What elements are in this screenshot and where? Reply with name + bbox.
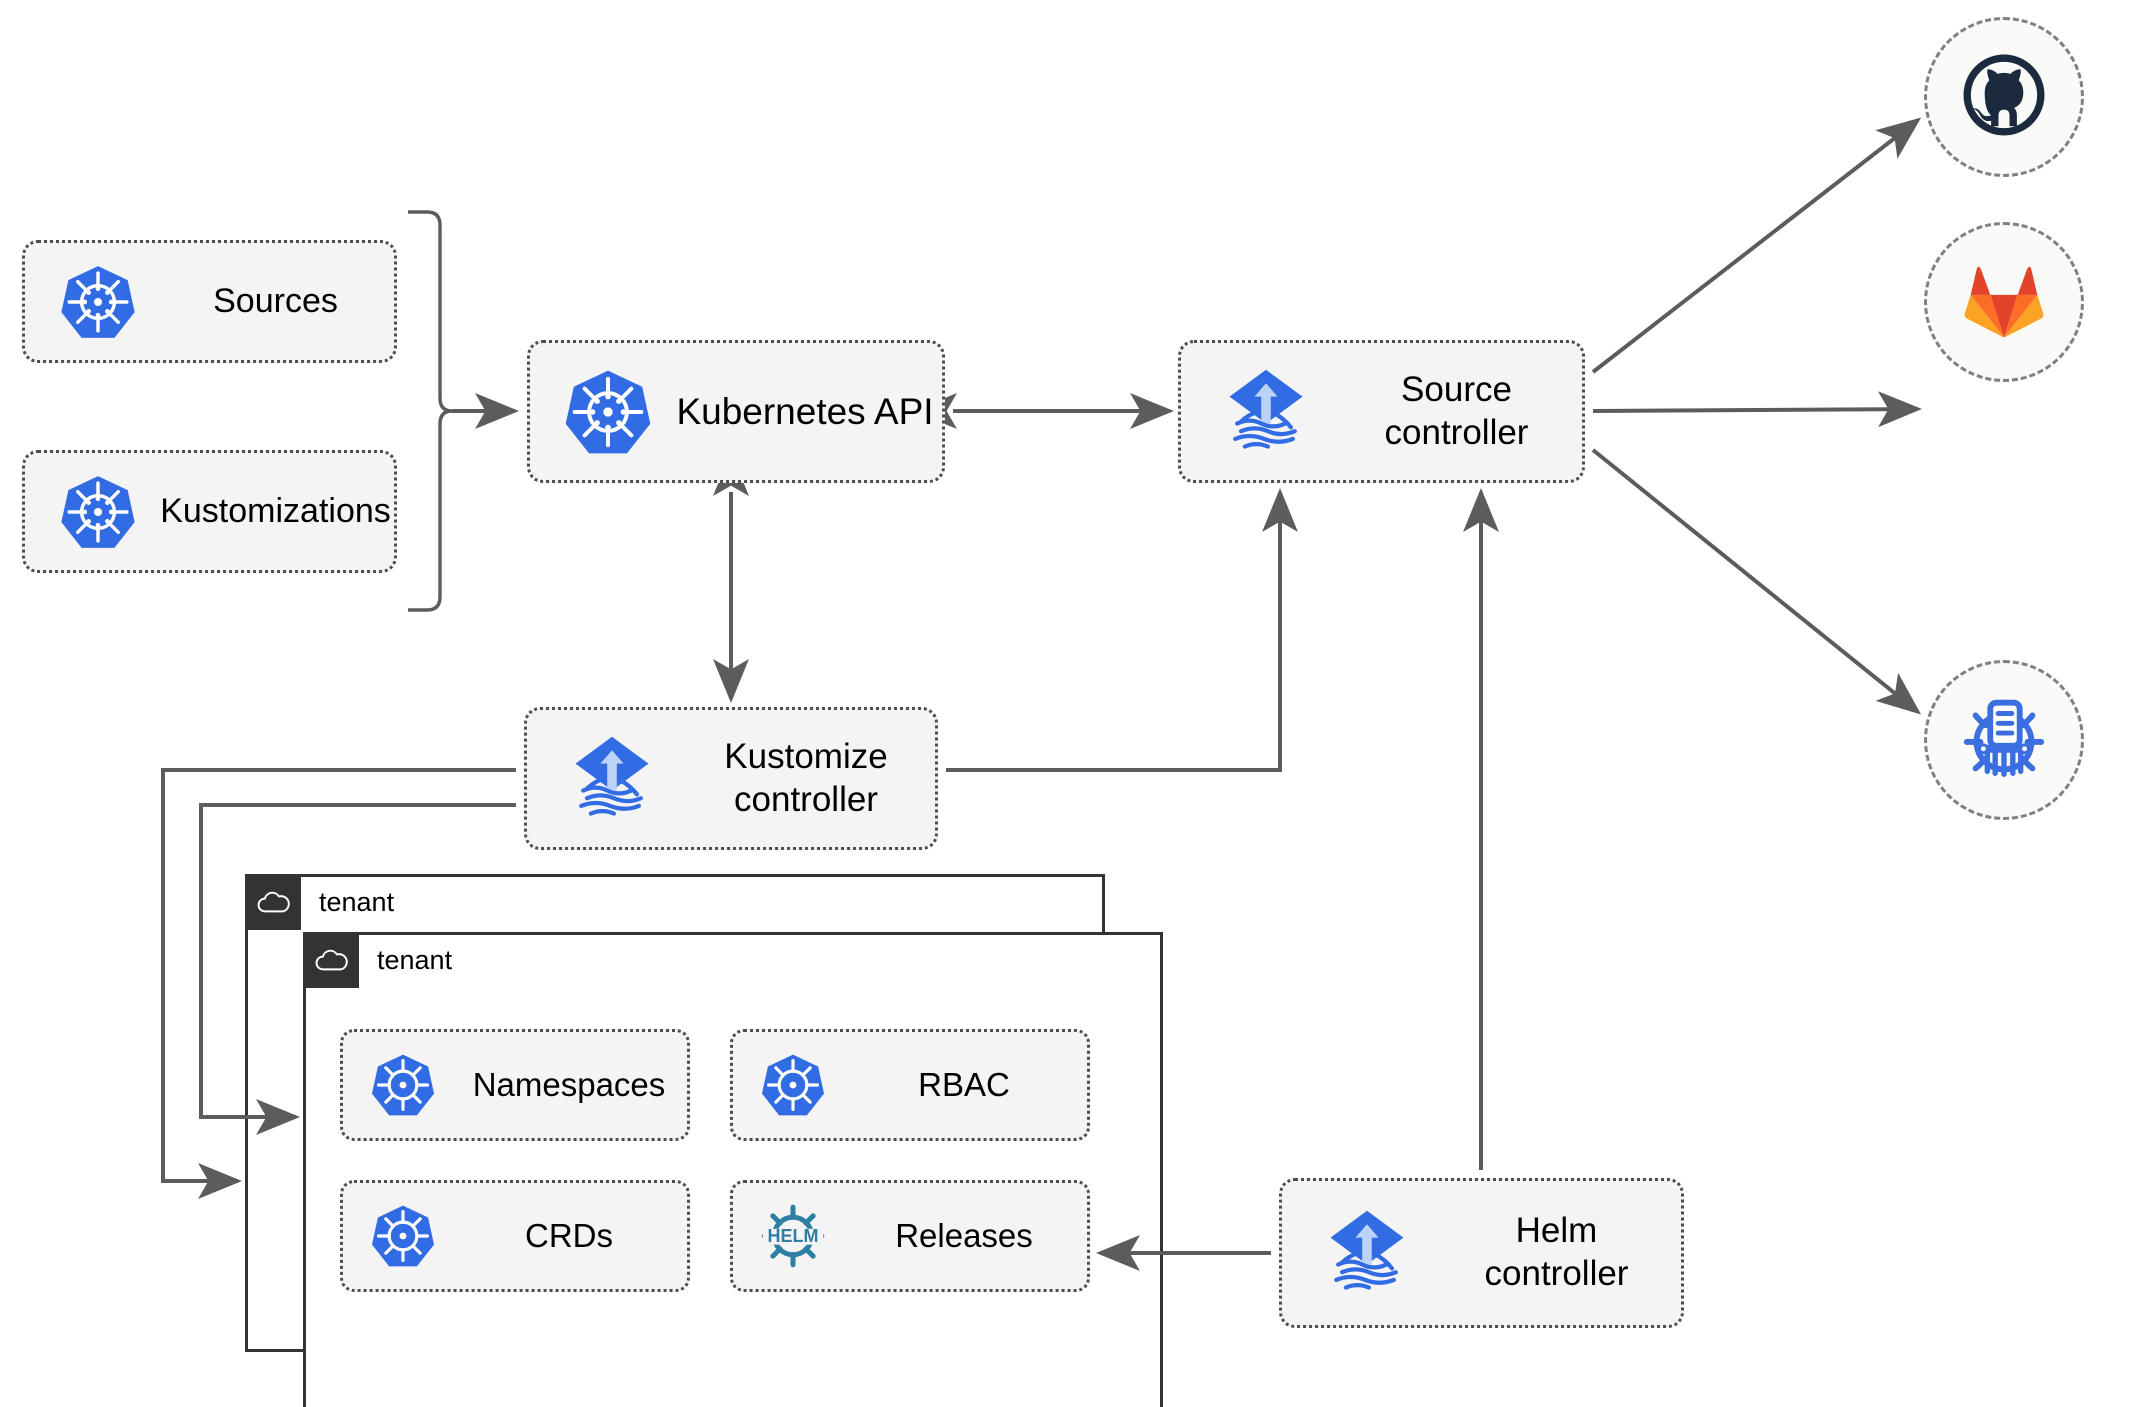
edge-sourcecontroller-to-github [1591,117,1922,374]
chip-releases[interactable]: HELM Releases [730,1180,1090,1292]
node-kustomize-controller-label: Kustomize controller [724,736,888,819]
tenant-name-label: tenant [377,944,453,975]
kubernetes-icon [39,263,157,341]
edge-sourcecontroller-to-helm-registry [1591,448,1922,715]
kubernetes-icon [745,1052,841,1118]
cloud-icon [245,874,301,930]
edge-kustomizecontroller-to-sourcecontroller [946,488,1298,772]
chip-releases-label: Releases [895,1217,1033,1254]
tenant-header: tenant [303,932,452,988]
node-source-controller[interactable]: Source controller [1178,340,1585,483]
node-kubernetes-api[interactable]: Kubernetes API [527,340,945,483]
node-helm-controller-label: Helm controller [1484,1211,1629,1293]
flux-icon [1201,364,1331,460]
service-gitlab[interactable] [1924,222,2084,382]
tenant-container-front[interactable]: tenant [303,932,1163,1407]
sources-group-bracket [408,210,453,612]
chip-namespaces[interactable]: Namespaces [340,1029,690,1141]
helm-repository-icon [1955,689,2053,792]
flux-icon [1302,1205,1432,1301]
chip-rbac-label: RBAC [918,1066,1010,1103]
node-kustomizations[interactable]: Kustomizations [22,450,397,573]
chip-namespaces-label: Namespaces [472,1066,666,1103]
tenant-name-label: tenant [319,886,395,917]
svg-text:HELM: HELM [768,1226,819,1246]
node-kubernetes-api-label: Kubernetes API [676,390,934,432]
node-helm-controller[interactable]: Helm controller [1279,1178,1684,1328]
node-kustomize-controller[interactable]: Kustomize controller [524,707,938,850]
node-sources[interactable]: Sources [22,240,397,363]
github-icon [1958,49,2050,146]
chip-crds[interactable]: CRDs [340,1180,690,1292]
node-kustomizations-label: Kustomizations [160,491,391,530]
node-source-controller-label: Source controller [1384,369,1529,452]
tenant-header: tenant [245,874,394,930]
service-github[interactable] [1924,17,2084,177]
helm-icon: HELM [745,1200,841,1272]
service-helm-repository[interactable] [1924,660,2084,820]
kubernetes-icon [355,1052,451,1118]
node-sources-label: Sources [213,281,338,320]
chip-crds-label: CRDs [525,1217,613,1254]
edge-sourcecontroller-to-gitlab [1592,391,1922,428]
flux-icon [547,731,677,827]
kubernetes-icon [39,473,157,551]
chip-rbac[interactable]: RBAC [730,1029,1090,1141]
kubernetes-icon [548,367,668,457]
kubernetes-icon [355,1203,451,1269]
cloud-icon [303,932,359,988]
gitlab-icon [1961,259,2047,346]
